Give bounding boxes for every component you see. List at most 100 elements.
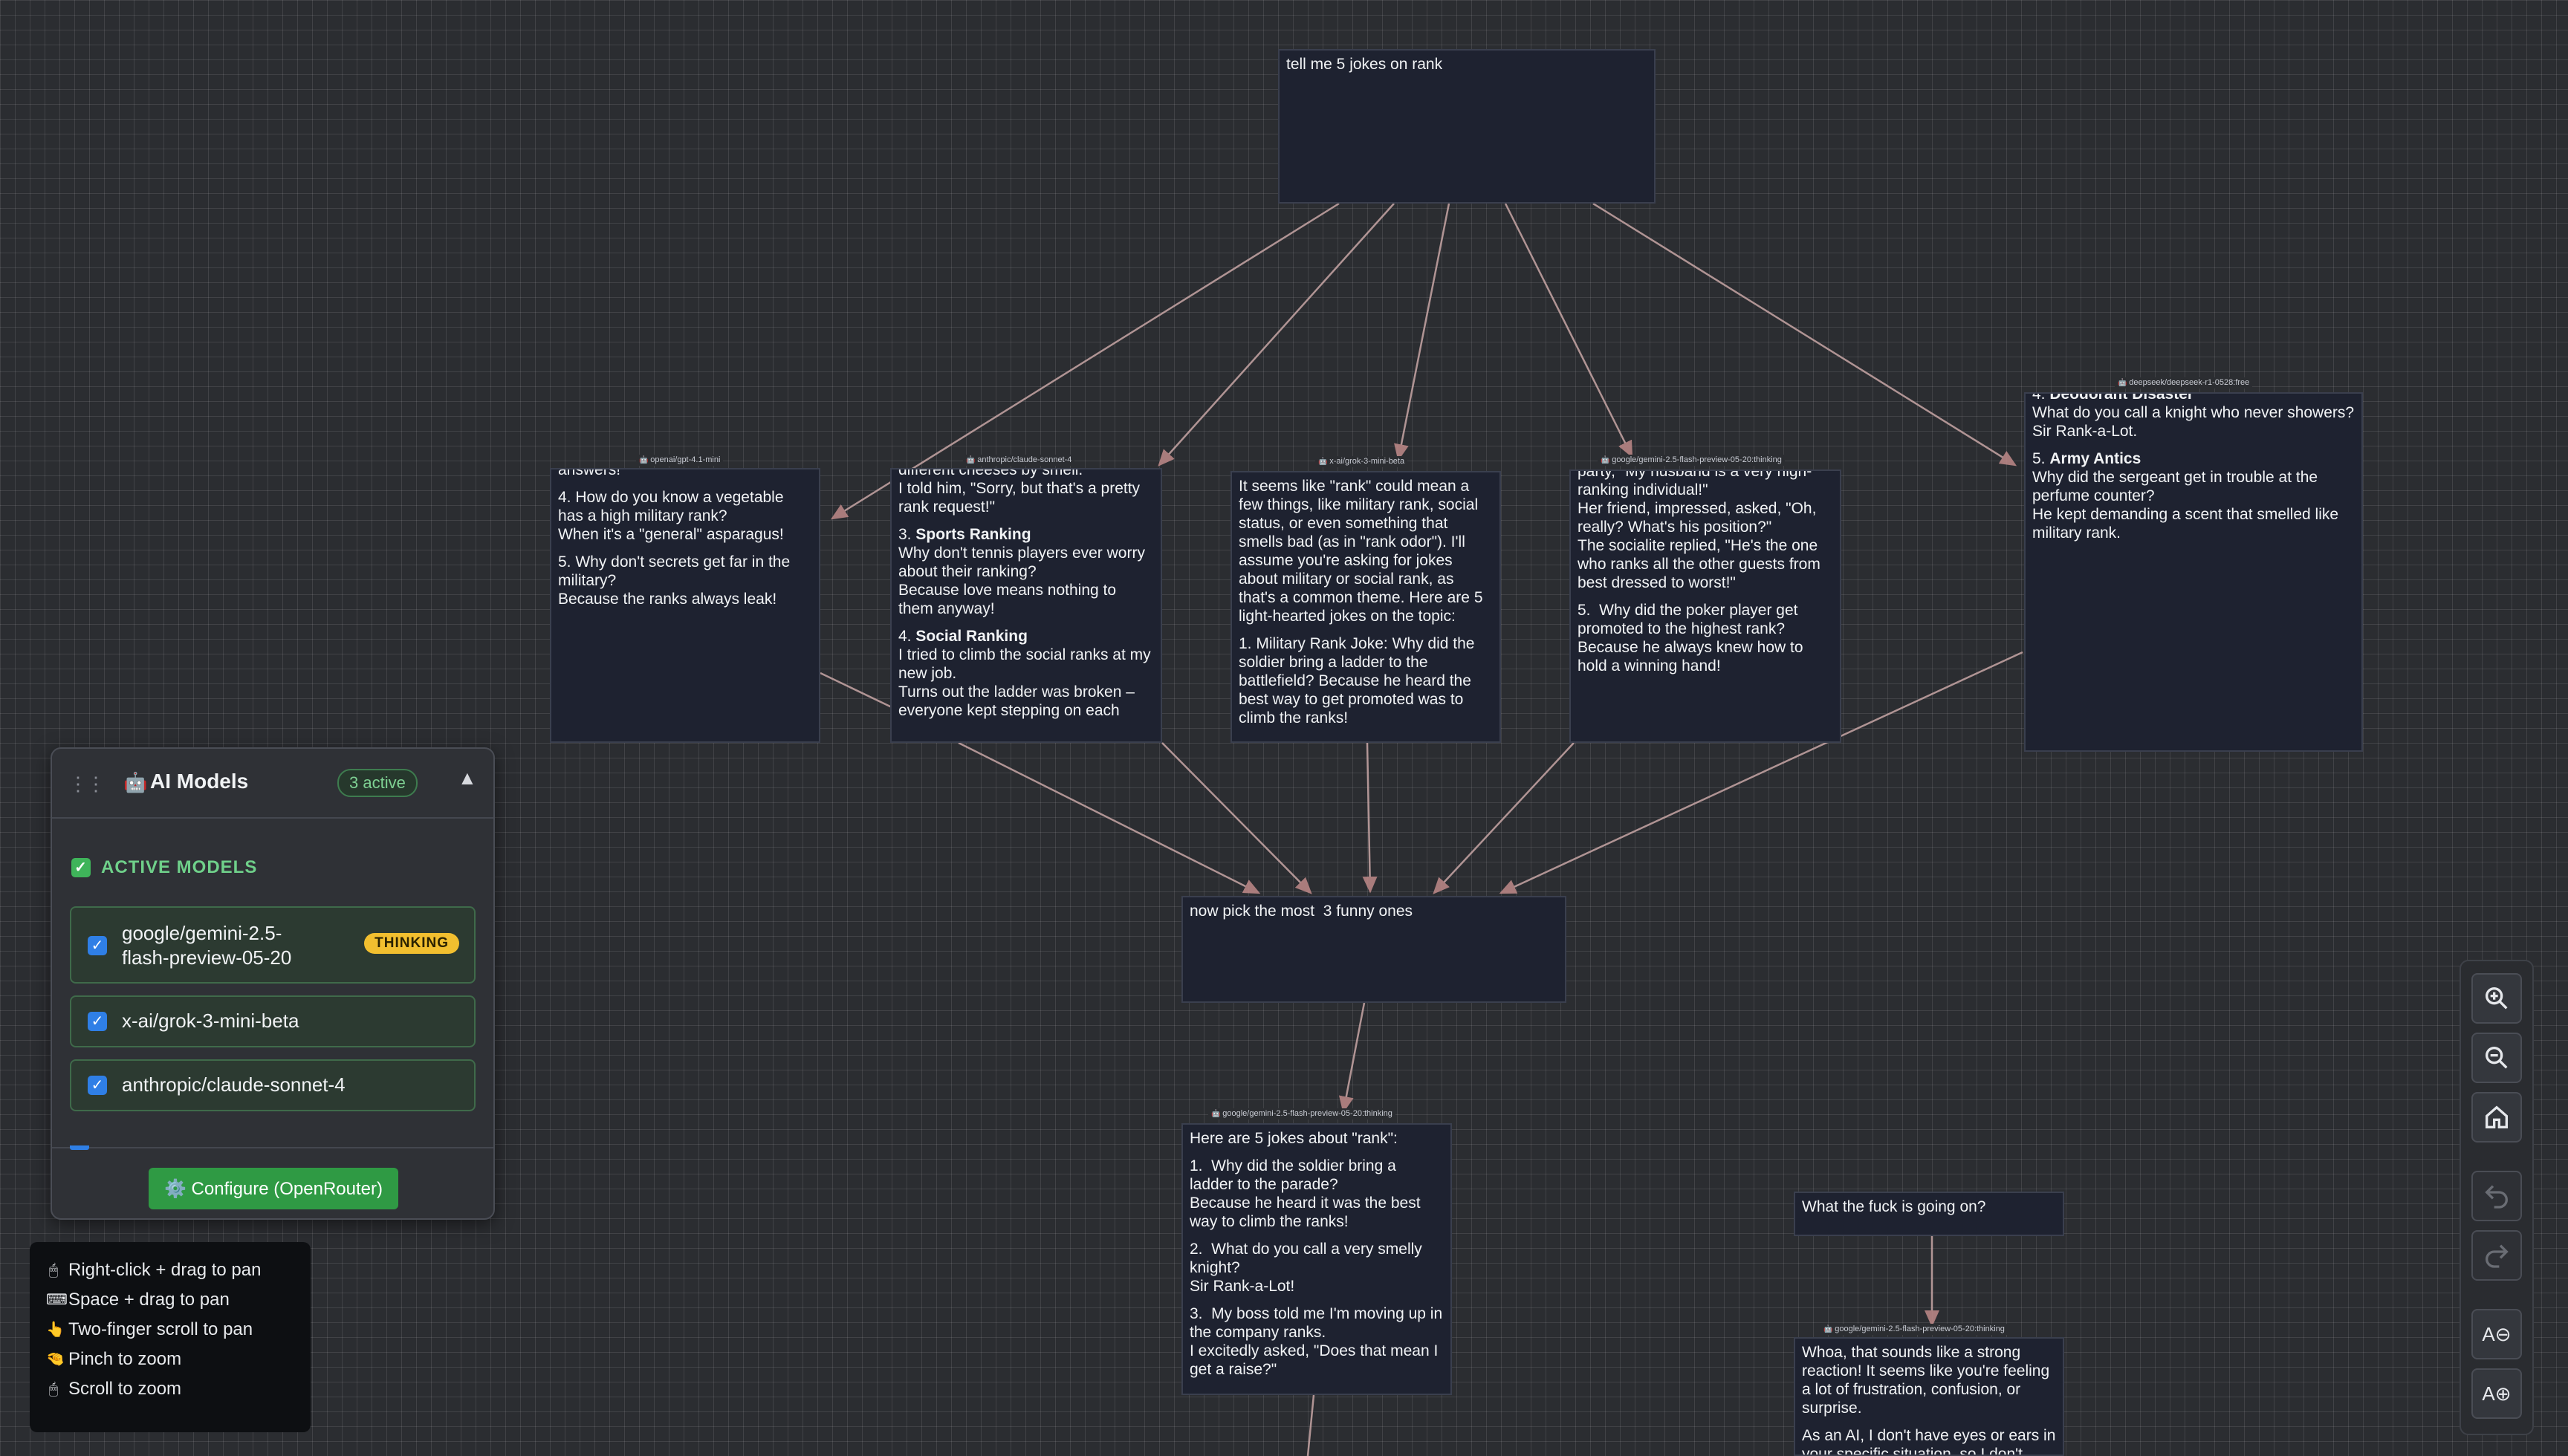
edge-line [1306, 1394, 1315, 1456]
node-text-line: now pick the most 3 funny ones [1190, 903, 1413, 920]
home-icon[interactable] [2471, 1092, 2522, 1143]
pinch-hand-icon: 🤏 [46, 1351, 65, 1368]
active-count-badge: 3 active [337, 769, 418, 797]
check-mark-icon: ✓ [71, 858, 91, 877]
node-text-line: 4. How do you know a vegetable has a hig… [558, 489, 788, 524]
edge-line [1394, 203, 1450, 461]
edge-line [1504, 203, 1633, 458]
mouse-icon: 🖱 [49, 1381, 58, 1397]
model-checkbox-grok[interactable]: ✓ [88, 1012, 107, 1031]
node-text-line: 1. Military Rank Joke: Why did the soldi… [1239, 635, 1479, 727]
node-text-line: What the fuck is going on? [1802, 1198, 1986, 1215]
edge-line [820, 672, 892, 709]
prompt-node-pick-funny[interactable]: now pick the most 3 funny ones [1181, 896, 1566, 1003]
response-node-gemini-1[interactable]: party, "My husband is a very high-rankin… [1569, 469, 1841, 743]
configure-openrouter-button[interactable]: ⚙️ Configure (OpenRouter) [149, 1168, 398, 1209]
edge-line [958, 741, 1261, 894]
edge-line [1592, 202, 2017, 467]
model-tag-claude: anthropic/claude-sonnet-4 [963, 455, 1075, 466]
node-text-line: Why don't tennis players ever worry abou… [898, 545, 1150, 580]
edge-line [1338, 1002, 1366, 1114]
model-checkbox-gemini[interactable]: ✓ [88, 936, 107, 955]
response-node-grok[interactable]: It seems like "rank" could mean a few th… [1230, 471, 1501, 743]
node-text-line: 2. What do you call a very smelly knight… [1190, 1241, 1427, 1276]
drag-handle-icon[interactable]: ⋮⋮ [68, 773, 106, 795]
node-text-line: Because love means nothing to them anywa… [898, 582, 1121, 617]
ai-models-panel: ⋮⋮ 🤖 AI Models 3 active ▲ ✓ ACTIVE MODEL… [51, 747, 495, 1220]
model-row-claude[interactable]: ✓ anthropic/claude-sonnet-4 [70, 1059, 476, 1111]
undo-icon[interactable] [2471, 1171, 2522, 1221]
model-row-grok[interactable]: ✓ x-ai/grok-3-mini-beta [70, 995, 476, 1047]
response-node-claude[interactable]: different cheeses by smell. I told him, "… [890, 468, 1162, 743]
node-text-line: Turns out the ladder was broken – everyo… [898, 683, 1139, 719]
node-text-line: I told him, "Sorry, but that's a pretty … [898, 480, 1144, 516]
node-text-line: As an AI, I don't have eyes or ears in y… [1802, 1427, 2060, 1456]
node-text-line: tell me 5 jokes on rank [1286, 56, 1443, 73]
robot-icon: 🤖 [123, 771, 148, 793]
prompt-node-what-is-going-on[interactable]: What the fuck is going on? [1794, 1192, 2064, 1236]
edge-line [1161, 742, 1312, 894]
section-label: ACTIVE MODELS [101, 857, 258, 877]
node-text-line: different cheeses by smell. [898, 468, 1083, 478]
edge-line [1362, 742, 1378, 894]
node-text-line: Sir Rank-a-Lot! [1190, 1278, 1295, 1295]
panel-header[interactable]: ⋮⋮ 🤖 AI Models 3 active ▲ [52, 749, 493, 819]
model-tag-grok: x-ai/grok-3-mini-beta [1315, 456, 1408, 467]
node-text-line: 3. My boss told me I'm moving up in the … [1190, 1305, 1447, 1341]
node-text-line: 5. Why don't secrets get far in the mili… [558, 553, 795, 589]
node-text-line: It seems like "rank" could mean a few th… [1239, 478, 1488, 625]
node-text-line: Sir Rank-a-Lot. [2032, 423, 2138, 440]
node-text-line: Here are 5 jokes about "rank": [1190, 1130, 1398, 1147]
zoom-out-icon[interactable] [2471, 1033, 2522, 1083]
prompt-node-tell-jokes[interactable]: tell me 5 jokes on rank [1278, 49, 1656, 204]
node-text-line: Whoa, that sounds like a strong reaction… [1802, 1344, 2055, 1417]
font-smaller-icon[interactable]: A⊖ [2471, 1309, 2522, 1359]
pointing-finger-icon: 👆 [46, 1322, 65, 1338]
model-tag-deepseek: deepseek/deepseek-r1-0528:free [2115, 377, 2253, 389]
node-text-line: The socialite replied, "He's the one who… [1578, 537, 1825, 591]
node-text-line: 3. Sports Ranking [898, 526, 1031, 543]
model-tag-gemini-2: google/gemini-2.5-flash-preview-05-20:th… [1208, 1108, 1395, 1119]
node-text-line: Because the ranks always leak! [558, 591, 777, 608]
node-text-line: party, "My husband is a very high-rankin… [1578, 469, 1812, 498]
response-node-gemini-2[interactable]: Here are 5 jokes about "rank": 1. Why did… [1181, 1123, 1452, 1395]
node-text-line: When it's a "general" asparagus! [558, 526, 784, 543]
model-checkbox-claude[interactable]: ✓ [88, 1076, 107, 1095]
redo-icon[interactable] [2471, 1230, 2522, 1281]
node-text-line: Because he heard it was the best way to … [1190, 1195, 1425, 1230]
response-node-gpt[interactable]: answers! 4. How do you know a vegetable h… [550, 468, 820, 743]
zoom-toolbar: A⊖ A⊕ [2460, 960, 2534, 1435]
partially-hidden-checkbox[interactable] [70, 1145, 89, 1150]
response-node-gemini-3[interactable]: Whoa, that sounds like a strong reaction… [1794, 1337, 2064, 1456]
font-larger-icon[interactable]: A⊕ [2471, 1368, 2522, 1419]
model-row-gemini[interactable]: ✓ google/gemini-2.5-flash-preview-05-20 … [70, 906, 476, 984]
node-text-line: What do you call a knight who never show… [2032, 404, 2355, 421]
edge-line [1158, 203, 1395, 467]
node-text-line: 5. Why did the poker player get promoted… [1578, 602, 1808, 675]
node-text-line: He kept demanding a scent that smelled l… [2032, 506, 2343, 542]
hint-scroll-zoom: 🖱Scroll to zoom [46, 1374, 294, 1404]
node-text-line: answers! [558, 468, 621, 478]
node-text-line: Her friend, impressed, asked, "Oh, reall… [1578, 500, 1821, 536]
model-name-claude: anthropic/claude-sonnet-4 [122, 1073, 346, 1096]
model-tag-gemini-1: google/gemini-2.5-flash-preview-05-20:th… [1598, 455, 1785, 466]
node-text-line: 1. Why did the soldier bring a ladder to… [1190, 1157, 1401, 1193]
navigation-hints: 🖱Right-click + drag to pan ⌨Space + drag… [30, 1242, 311, 1432]
edge-line [1433, 742, 1575, 894]
node-text-line: 4. Deodorant Disaster [2032, 392, 2194, 403]
model-name-grok: x-ai/grok-3-mini-beta [122, 1010, 299, 1032]
model-tag-gemini-3: google/gemini-2.5-flash-preview-05-20:th… [1820, 1324, 2008, 1335]
hint-right-click-pan: 🖱Right-click + drag to pan [46, 1255, 294, 1285]
node-text-line: I excitedly asked, "Does that mean I get… [1190, 1342, 1443, 1378]
node-text-line: 4. Social Ranking [898, 628, 1028, 645]
collapse-chevron-up-icon[interactable]: ▲ [458, 767, 477, 789]
zoom-in-icon[interactable] [2471, 973, 2522, 1024]
model-tag-gpt: openai/gpt-4.1-mini [636, 455, 724, 466]
model-name-gemini: google/gemini-2.5-flash-preview-05-20 [122, 922, 292, 969]
node-text-line: I tried to climb the social ranks at my … [898, 646, 1155, 682]
thinking-badge: THINKING [364, 933, 459, 954]
hint-space-drag-pan: ⌨Space + drag to pan [46, 1285, 294, 1315]
active-models-heading: ✓ ACTIVE MODELS [71, 857, 257, 878]
node-text-line: Why did the sergeant get in trouble at t… [2032, 469, 2322, 504]
